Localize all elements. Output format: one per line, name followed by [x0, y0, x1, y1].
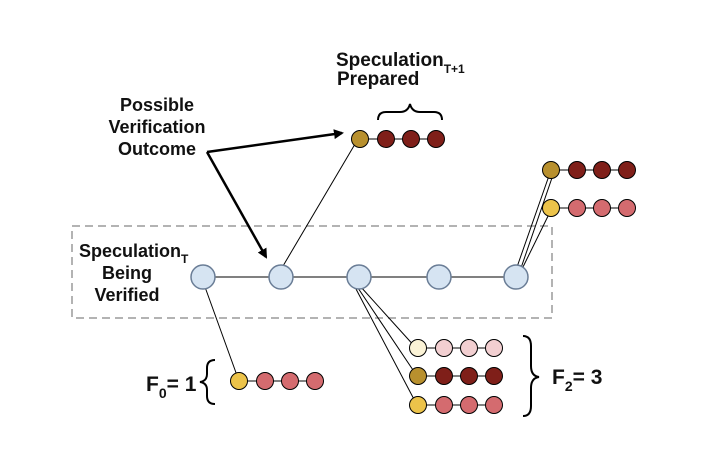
token-node	[460, 339, 478, 357]
speculation-being-verified-box	[71, 225, 553, 319]
main-node-3	[346, 264, 372, 290]
token-node	[435, 339, 453, 357]
token-node	[542, 161, 560, 179]
token-node	[593, 161, 611, 179]
token-node	[618, 199, 636, 217]
token-node	[435, 396, 453, 414]
speculation-t-label: SpeculationT	[79, 241, 189, 266]
outcome-label: Outcome	[118, 139, 196, 159]
f2-brace	[522, 335, 540, 417]
being-label: Being	[102, 263, 152, 283]
f0-subscript: 0	[159, 385, 167, 401]
prepared-speculation-branch	[351, 130, 445, 148]
top-right-branch-2	[542, 199, 636, 217]
speculation-t1-subscript: T+1	[444, 62, 465, 76]
main-node-1	[190, 264, 216, 290]
token-node	[485, 367, 503, 385]
token-node	[377, 130, 395, 148]
f2-branch-3	[409, 396, 503, 414]
edge-root-to-f0-branch	[204, 286, 240, 382]
edge-node5-to-mid-branch	[521, 207, 553, 270]
token-node	[593, 199, 611, 217]
token-node	[256, 372, 274, 390]
token-node	[230, 372, 248, 390]
f2-subscript: 2	[565, 378, 573, 394]
token-node	[460, 396, 478, 414]
edge-node3-to-branch1	[359, 285, 418, 350]
arrow-to-prepared	[206, 129, 344, 154]
token-node	[306, 372, 324, 390]
token-node	[351, 130, 369, 148]
edge-node5-to-top-branch-b	[520, 171, 555, 269]
main-node-2	[268, 264, 294, 290]
token-node	[568, 199, 586, 217]
token-node	[618, 161, 636, 179]
token-node	[409, 396, 427, 414]
token-node	[568, 161, 586, 179]
f2-branch-1	[409, 339, 503, 357]
f2-label: F2= 3	[552, 366, 602, 394]
arrow-to-main-node	[205, 151, 268, 259]
edge-node3-to-branch2	[357, 287, 418, 377]
verification-label: Verification	[108, 117, 205, 137]
f2-branch-2	[409, 367, 503, 385]
f0-brace	[199, 359, 216, 405]
main-node-4	[426, 264, 452, 290]
edge-node5-to-top-branch-a	[516, 169, 552, 268]
f0-label: F0= 1	[146, 373, 197, 401]
token-node	[281, 372, 299, 390]
token-node	[460, 367, 478, 385]
prepared-label: Prepared	[337, 69, 419, 90]
f0-letter: F	[146, 373, 159, 396]
token-node	[409, 339, 427, 357]
f2-letter: F	[552, 366, 565, 389]
speculation-t1-main: Speculation	[336, 50, 444, 71]
token-node	[409, 367, 427, 385]
edge-to-prepared-speculation	[282, 138, 359, 267]
edge-node3-to-branch3	[355, 288, 418, 406]
main-node-5	[503, 264, 529, 290]
token-node	[542, 199, 560, 217]
top-right-branch-1	[542, 161, 636, 179]
f0-value: = 1	[167, 373, 197, 396]
token-node	[435, 367, 453, 385]
verification-outcome-arrows	[205, 129, 344, 259]
tree-edges	[203, 138, 555, 406]
main-chain-nodes	[190, 264, 529, 290]
possible-label: Possible	[120, 95, 194, 115]
speculation-t1-label: SpeculationT+1	[336, 50, 465, 76]
token-node	[485, 396, 503, 414]
token-node	[402, 130, 420, 148]
prepared-brace	[377, 103, 443, 121]
speculation-t-main: Speculation	[79, 241, 181, 261]
token-node	[427, 130, 445, 148]
speculation-t-subscript: T	[181, 252, 189, 266]
token-node	[485, 339, 503, 357]
f2-value: = 3	[573, 366, 603, 389]
verified-label: Verified	[94, 285, 159, 305]
f0-branch	[230, 372, 324, 390]
